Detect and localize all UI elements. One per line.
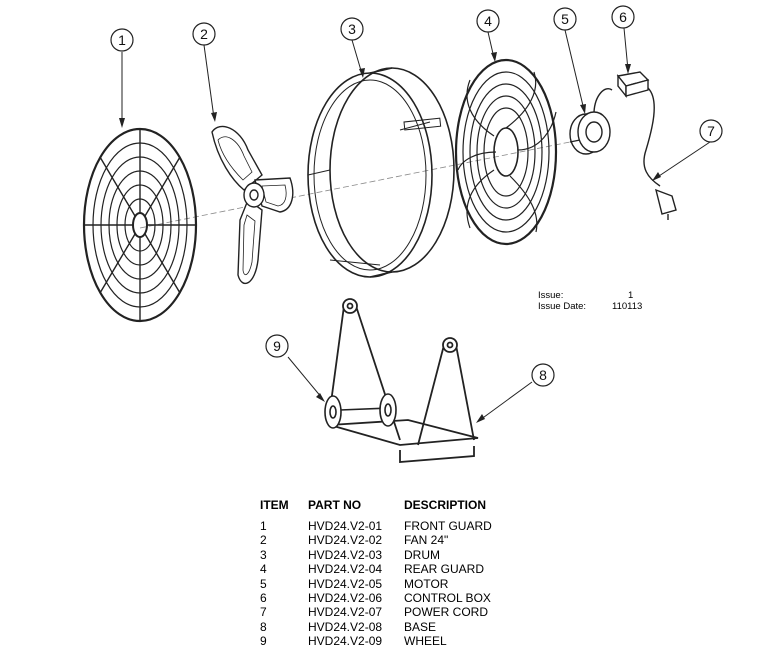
item-cell: 4 [260, 562, 267, 577]
power-cord-drawing [643, 87, 677, 220]
item-cell: 8 [260, 619, 267, 634]
item-cell: 5 [260, 576, 267, 591]
callout-number-4: 4 [484, 13, 492, 29]
part-no-cell: HVD24.V2-07 [308, 605, 383, 620]
description-cell: WHEEL [404, 634, 447, 649]
description-cell: REAR GUARD [404, 562, 485, 577]
item-cell: 1 [260, 519, 267, 533]
table-row: 1 HVD24.V2-01 FRONT GUARD [258, 519, 492, 533]
part-no-cell: HVD24.V2-03 [308, 547, 383, 562]
callout-bubble-8 [531, 363, 555, 387]
callout-bubble-1 [110, 28, 134, 52]
table-row: 2 HVD24.V2-02 FAN 24" [258, 533, 492, 547]
callout-number-8: 8 [539, 367, 547, 383]
leader-arrowheads [119, 52, 661, 423]
callout-number-1: 1 [118, 32, 126, 48]
table-row: 5 HVD24.V2-05 MOTOR [258, 577, 492, 591]
table-row: 3 HVD24.V2-03 DRUM [258, 548, 492, 562]
item-cell: 2 [260, 533, 267, 548]
base-drawing [329, 298, 479, 463]
item-cell: 9 [260, 634, 267, 649]
leader-lines [121, 27, 711, 421]
parts-table-header: ITEM PART NO DESCRIPTION [258, 498, 492, 519]
callout-number-5: 5 [561, 11, 569, 27]
description-cell: CONTROL BOX [404, 591, 491, 606]
drum-drawing [307, 67, 455, 278]
callout-number-7: 7 [707, 123, 715, 139]
callout-bubble-2 [192, 22, 216, 46]
part-no-cell: HVD24.V2-02 [308, 533, 383, 548]
rear-guard-drawing [454, 58, 558, 246]
callout-number-6: 6 [619, 9, 627, 25]
item-cell: 6 [260, 591, 267, 606]
item-cell: 3 [260, 547, 267, 562]
part-no-cell: HVD24.V2-08 [308, 619, 383, 634]
part-no-cell: HVD24.V2-06 [308, 591, 383, 606]
axis-line [139, 137, 591, 229]
callout-bubble-3 [340, 17, 364, 41]
callout-bubble-6 [611, 5, 635, 29]
motor-drawing [569, 88, 613, 155]
header-item: ITEM [260, 498, 289, 512]
issue-date-label: Issue Date: [538, 301, 587, 312]
part-no-cell: HVD24.V2-01 [308, 519, 383, 533]
callout-number-9: 9 [273, 338, 281, 354]
header-description: DESCRIPTION [404, 498, 487, 512]
issue-date-value: 110113 [612, 301, 643, 312]
callout-bubble-5 [553, 7, 577, 31]
fan-blade-drawing [211, 125, 294, 285]
description-cell: FAN 24" [404, 533, 449, 548]
callout-bubble-4 [476, 9, 500, 33]
table-row: 6 HVD24.V2-06 CONTROL BOX [258, 591, 492, 605]
issue-block: Issue: 1 Issue Date: 110113 [538, 290, 658, 316]
control-box-drawing [616, 71, 650, 98]
description-cell: BASE [404, 619, 437, 634]
issue-label: Issue: [538, 290, 564, 301]
callout-number-2: 2 [200, 26, 208, 42]
description-cell: DRUM [404, 547, 440, 562]
part-no-cell: HVD24.V2-05 [308, 576, 383, 591]
callout-bubble-9 [265, 334, 289, 358]
part-no-cell: HVD24.V2-04 [308, 562, 383, 577]
callout-bubble-7 [699, 119, 723, 143]
description-cell: POWER CORD [404, 605, 488, 620]
header-part-no: PART NO [308, 498, 362, 512]
table-row: 9 HVD24.V2-09 WHEEL [258, 634, 492, 648]
table-row: 7 HVD24.V2-07 POWER CORD [258, 605, 492, 619]
description-cell: FRONT GUARD [404, 519, 492, 533]
item-cell: 7 [260, 605, 267, 620]
front-guard-drawing [82, 127, 198, 323]
description-cell: MOTOR [404, 576, 449, 591]
wheel-drawing [324, 393, 397, 429]
callout-number-3: 3 [348, 21, 356, 37]
issue-value: 1 [628, 290, 634, 301]
table-row: 4 HVD24.V2-04 REAR GUARD [258, 562, 492, 576]
table-row: 8 HVD24.V2-08 BASE [258, 620, 492, 634]
part-no-cell: HVD24.V2-09 [308, 634, 383, 649]
parts-table: ITEM PART NO DESCRIPTION 1 HVD24.V2-01 F… [258, 498, 492, 649]
